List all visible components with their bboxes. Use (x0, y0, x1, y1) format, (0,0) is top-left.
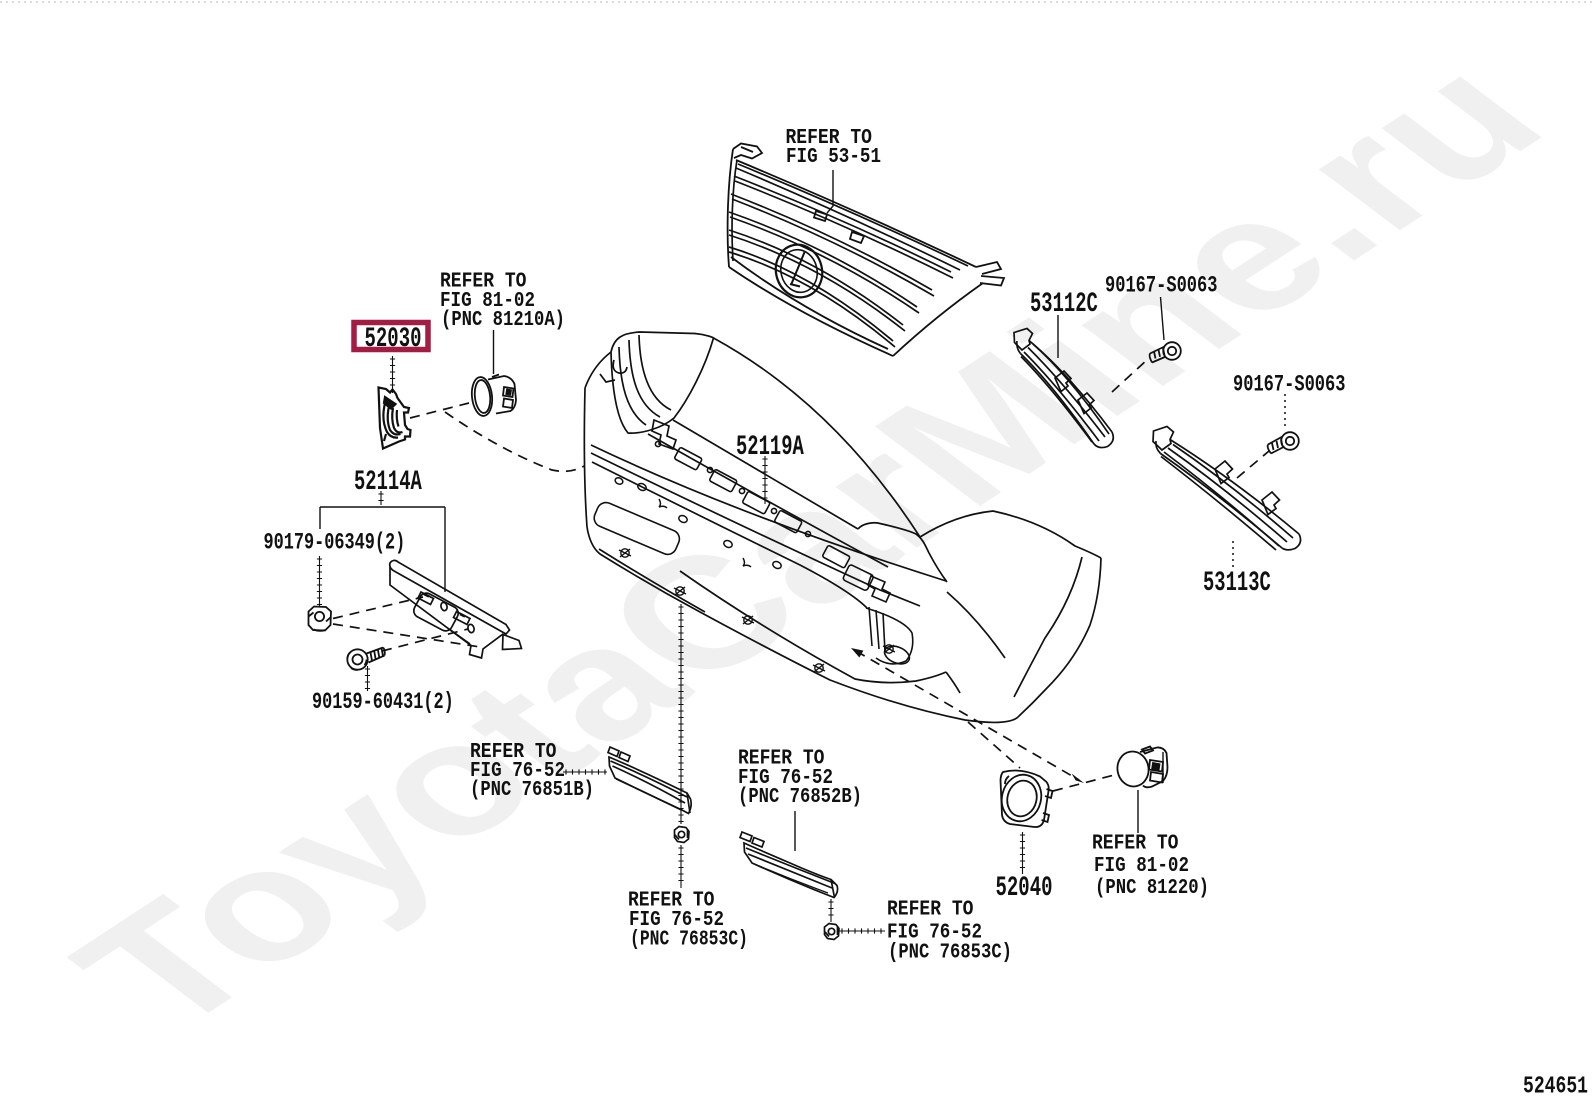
svg-text:REFER TO: REFER TO (470, 740, 557, 764)
svg-text:(PNC 76853C): (PNC 76853C) (888, 941, 1012, 965)
svg-text:REFER TO: REFER TO (738, 747, 825, 771)
svg-text:(PNC 76851B): (PNC 76851B) (470, 778, 594, 802)
svg-text:52119A: 52119A (736, 432, 804, 463)
svg-text:(PNC 81210A): (PNC 81210A) (441, 308, 565, 332)
svg-text:FIG 76-52: FIG 76-52 (738, 766, 833, 790)
svg-text:53113C: 53113C (1203, 568, 1271, 599)
svg-text:90179-06349(2): 90179-06349(2) (264, 530, 406, 557)
svg-text:FIG 53-51: FIG 53-51 (786, 145, 881, 169)
svg-text:REFER TO: REFER TO (440, 270, 527, 294)
svg-text:REFER TO: REFER TO (628, 889, 715, 913)
svg-text:90159-60431(2): 90159-60431(2) (312, 689, 454, 716)
svg-text:(PNC 76853C): (PNC 76853C) (630, 928, 748, 952)
svg-text:90167-S0063: 90167-S0063 (1233, 372, 1346, 399)
svg-text:FIG 76-52: FIG 76-52 (887, 921, 982, 945)
svg-text:(PNC 81220): (PNC 81220) (1095, 876, 1209, 900)
svg-text:FIG 81-02: FIG 81-02 (1094, 854, 1189, 878)
svg-text:52040: 52040 (996, 873, 1053, 904)
svg-text:FIG 76-52: FIG 76-52 (470, 759, 565, 783)
svg-text:FIG 81-02: FIG 81-02 (440, 289, 535, 313)
svg-text:REFER TO: REFER TO (786, 126, 873, 150)
svg-text:53112C: 53112C (1030, 289, 1098, 320)
svg-text:REFER TO: REFER TO (887, 898, 974, 922)
svg-text:90167-S0063: 90167-S0063 (1105, 273, 1218, 300)
svg-text:REFER TO: REFER TO (1092, 832, 1179, 856)
svg-text:FIG 76-52: FIG 76-52 (629, 908, 724, 932)
svg-text:524651: 524651 (1523, 1074, 1588, 1099)
svg-text:(PNC 76852B): (PNC 76852B) (738, 785, 862, 809)
svg-text:52114A: 52114A (354, 467, 422, 498)
